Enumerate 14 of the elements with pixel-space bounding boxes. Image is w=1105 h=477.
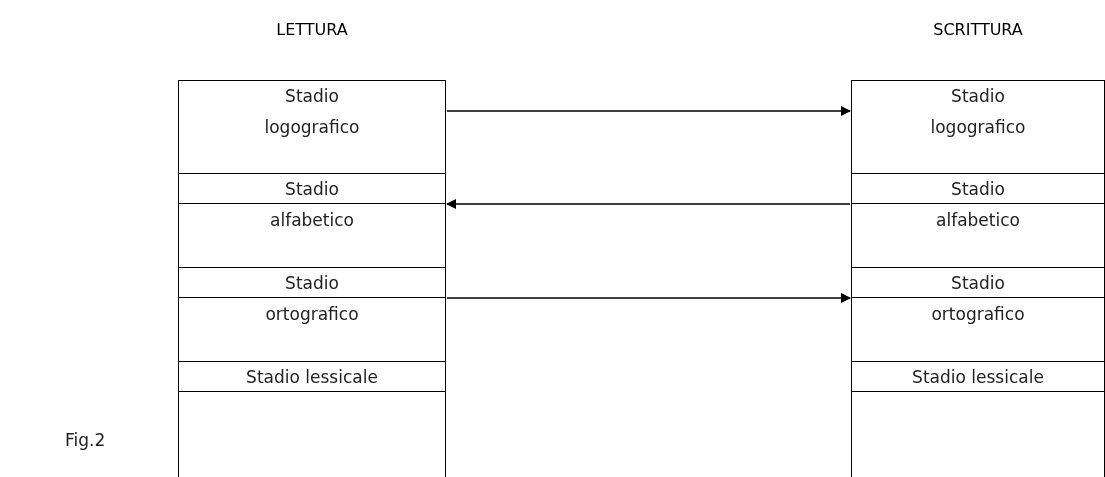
stage-label: Stadio logografico [263, 85, 361, 139]
stage-label: Stadio lessicale [911, 366, 1045, 389]
figure-label: Fig.2 [65, 429, 106, 452]
stage-label: Stadio lessicale [245, 366, 379, 389]
arrow [446, 199, 851, 209]
arrow [446, 293, 851, 303]
arrow [446, 106, 851, 116]
stage-label: Stadio ortografico [930, 272, 1026, 326]
stage-label: Stadio alfabetico [269, 178, 355, 232]
stage-label: Stadio logografico [929, 85, 1027, 139]
stage-label: Stadio ortografico [264, 272, 360, 326]
column-heading: SCRITTURA [933, 19, 1023, 41]
stage-label: Stadio alfabetico [935, 178, 1021, 232]
column-heading: LETTURA [276, 19, 348, 41]
